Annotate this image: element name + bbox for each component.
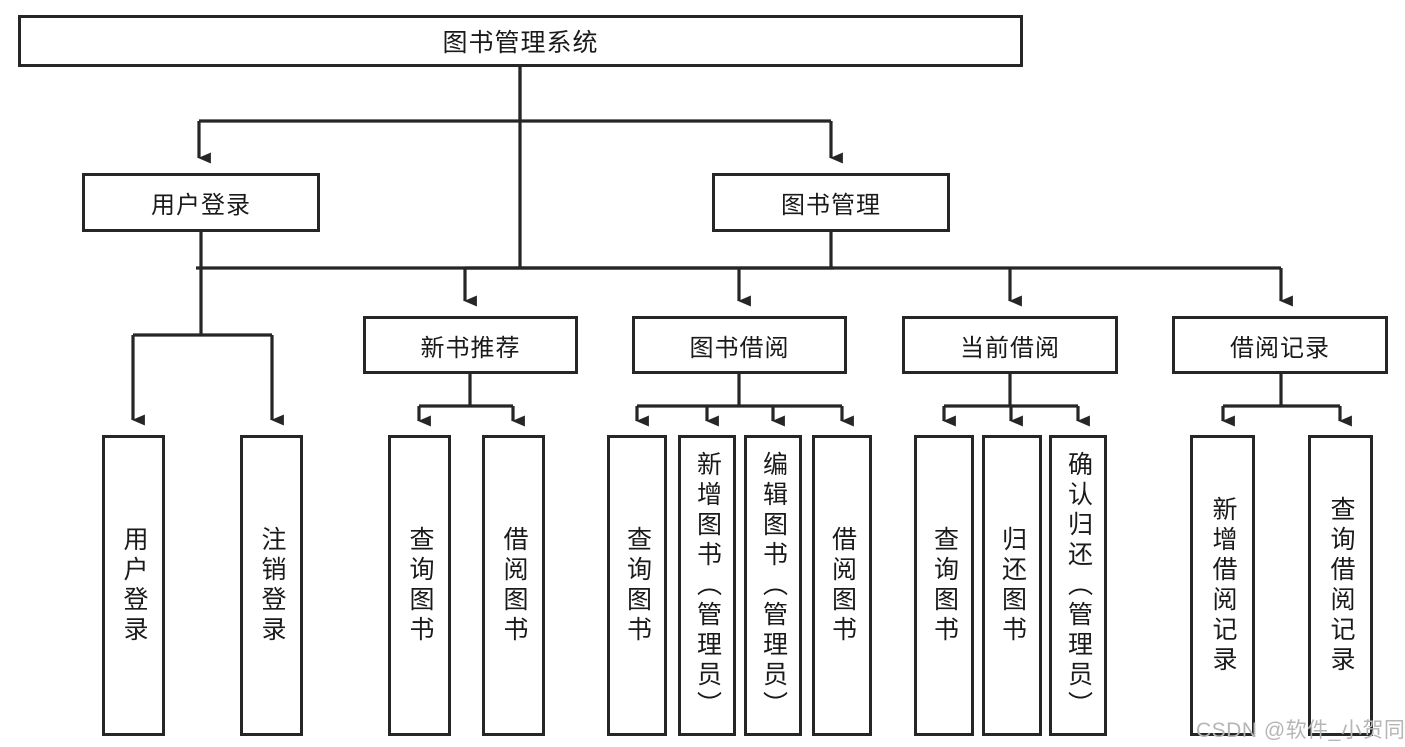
node-label: 新增借阅记录 <box>1209 495 1237 676</box>
node-label: 借阅记录 <box>1230 334 1330 362</box>
node-label: 借阅图书 <box>828 525 857 646</box>
leaf-query-book-recommend[interactable]: 查询图书 <box>388 435 451 736</box>
node-book-management[interactable]: 图书管理 <box>712 173 950 232</box>
node-label: 图书借阅 <box>689 334 790 362</box>
node-label: 查询图书 <box>930 525 959 646</box>
node-new-book-recommend[interactable]: 新书推荐 <box>363 316 578 374</box>
node-label: 图书管理 <box>781 192 881 219</box>
node-current-borrow[interactable]: 当前借阅 <box>902 316 1118 374</box>
leaf-logout[interactable]: 注销登录 <box>240 435 303 736</box>
leaf-add-borrow-record[interactable]: 新增借阅记录 <box>1190 435 1255 736</box>
leaf-return-book[interactable]: 归还图书 <box>982 435 1042 736</box>
leaf-query-borrow-record[interactable]: 查询借阅记录 <box>1308 435 1373 736</box>
node-label: 确认归还（管理员） <box>1064 450 1093 721</box>
node-label: 借阅图书 <box>500 525 528 646</box>
leaf-edit-book-admin[interactable]: 编辑图书（管理员） <box>744 435 802 736</box>
node-label: 编辑图书（管理员） <box>759 450 788 721</box>
leaf-confirm-return-admin[interactable]: 确认归还（管理员） <box>1049 435 1107 736</box>
node-label: 新增图书（管理员） <box>693 450 722 721</box>
node-root-system[interactable]: 图书管理系统 <box>18 15 1023 67</box>
node-book-borrow[interactable]: 图书借阅 <box>632 316 847 374</box>
node-label: 查询图书 <box>623 525 652 646</box>
node-label: 归还图书 <box>998 525 1027 646</box>
leaf-query-book-borrow[interactable]: 查询图书 <box>607 435 667 736</box>
node-label: 用户登录 <box>151 192 251 219</box>
leaf-user-login[interactable]: 用户登录 <box>102 435 165 736</box>
leaf-query-book-current[interactable]: 查询图书 <box>914 435 974 736</box>
leaf-add-book-admin[interactable]: 新增图书（管理员） <box>678 435 736 736</box>
node-label: 图书管理系统 <box>442 29 599 57</box>
node-label: 用户登录 <box>120 525 148 646</box>
node-label: 查询图书 <box>406 525 434 646</box>
node-user-login[interactable]: 用户登录 <box>82 173 320 232</box>
leaf-borrow-book[interactable]: 借阅图书 <box>812 435 872 736</box>
node-label: 当前借阅 <box>960 334 1060 362</box>
watermark: CSDN @软件_小贺同学 <box>1196 719 1405 742</box>
leaf-borrow-book-recommend[interactable]: 借阅图书 <box>482 435 545 736</box>
node-label: 注销登录 <box>258 525 286 646</box>
node-label: 查询借阅记录 <box>1327 495 1355 676</box>
node-label: 新书推荐 <box>420 334 521 362</box>
node-borrow-records[interactable]: 借阅记录 <box>1172 316 1388 374</box>
